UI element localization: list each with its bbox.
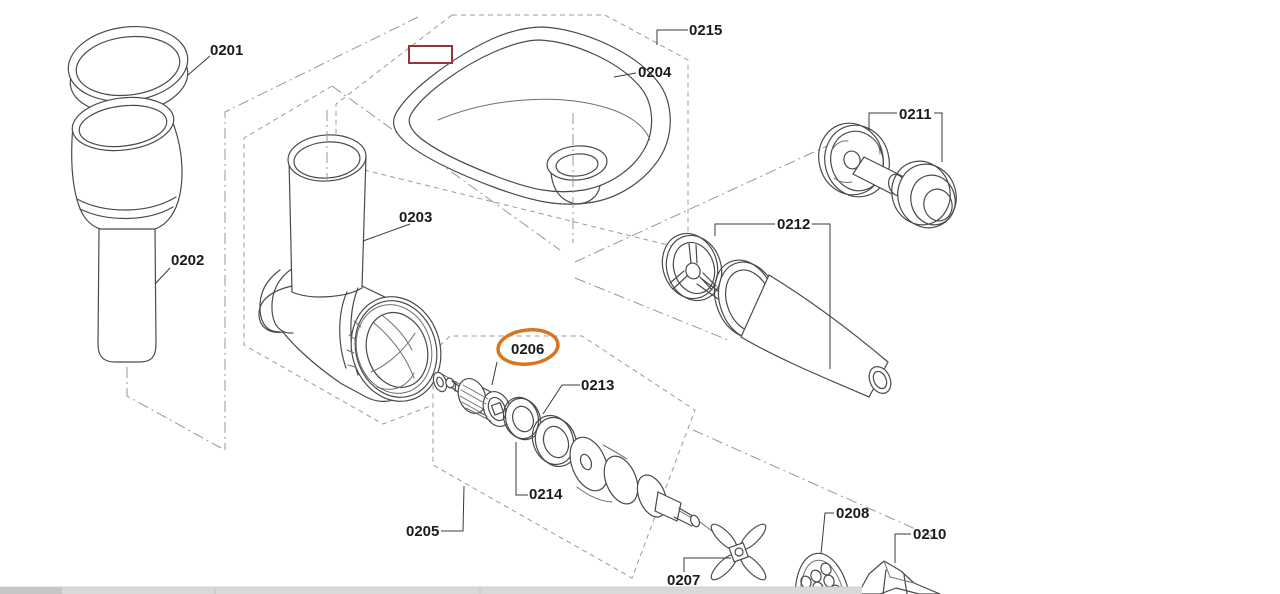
dashdot-axis-0212 <box>574 277 729 341</box>
part-0212-drawing <box>661 232 892 398</box>
leader-0204 <box>613 72 637 78</box>
dashdot-left-box <box>224 16 419 450</box>
leader-lines <box>154 29 943 572</box>
highlight-circle-0206 <box>496 328 560 366</box>
dashed-parts-box <box>432 335 696 579</box>
part-0206-drawing <box>432 371 512 427</box>
part-label-0212[interactable]: 0212 <box>777 216 810 233</box>
part-0203-drawing <box>258 134 442 402</box>
leader-0203 <box>362 223 411 242</box>
leader-0211-right <box>934 112 943 162</box>
leader-0211-left <box>868 112 897 130</box>
part-label-0210[interactable]: 0210 <box>913 526 946 543</box>
dashdot-axis-bottom <box>692 429 941 541</box>
part-label-0207[interactable]: 0207 <box>667 572 700 589</box>
dashdot-housing-diagonal <box>331 85 561 251</box>
part-0207-knife-drawing <box>710 523 767 581</box>
part-0214-drawing <box>502 396 542 441</box>
bottom-bar-segment[interactable] <box>0 587 62 594</box>
dashed-tray-box-left <box>335 14 689 251</box>
leader-0202 <box>154 267 171 285</box>
highlight-rect-annotation <box>408 45 453 64</box>
part-label-0203[interactable]: 0203 <box>399 209 432 226</box>
leader-0208 <box>820 512 834 555</box>
part-label-0206[interactable]: 0206 <box>511 341 544 358</box>
part-label-0211[interactable]: 0211 <box>899 106 932 123</box>
leader-0210 <box>894 533 911 563</box>
leader-0213 <box>542 384 580 415</box>
part-0213-drawing <box>531 414 578 468</box>
dashed-housing-box <box>243 85 434 425</box>
bottom-bar[interactable] <box>0 586 862 594</box>
part-label-0201[interactable]: 0201 <box>210 42 243 59</box>
leader-0212-left <box>714 223 775 236</box>
axis-overlays <box>326 110 574 243</box>
part-label-0214[interactable]: 0214 <box>529 486 563 503</box>
part-0211-drawing <box>818 122 957 229</box>
part-label-0213[interactable]: 0213 <box>581 377 614 394</box>
leader-0206 <box>491 361 498 386</box>
bottom-bar-track[interactable] <box>0 587 862 594</box>
leader-0212-right <box>812 223 831 369</box>
part-0204-drawing <box>393 26 671 205</box>
part-label-0204[interactable]: 0204 <box>638 64 672 81</box>
leader-0214 <box>515 442 528 496</box>
part-label-0202[interactable]: 0202 <box>171 252 204 269</box>
dashdot-axis-0211 <box>574 139 841 263</box>
leader-0215 <box>656 29 688 45</box>
part-0207-auger-drawing <box>569 436 701 528</box>
dashdot-pusher-axis <box>126 367 222 449</box>
part-label-0215[interactable]: 0215 <box>689 22 722 39</box>
dashed-guides <box>126 14 941 579</box>
leader-0205 <box>441 485 465 532</box>
part-labels: 0201 0202 0203 0204 0205 0206 0207 0208 … <box>171 22 946 589</box>
part-label-0205[interactable]: 0205 <box>406 523 439 540</box>
leader-0201 <box>187 55 211 76</box>
part-label-0208[interactable]: 0208 <box>836 505 869 522</box>
part-0202-drawing <box>71 96 183 363</box>
leader-0207 <box>683 557 731 572</box>
dashed-tray-box-right <box>452 14 689 250</box>
part-0210-drawing <box>857 560 941 594</box>
